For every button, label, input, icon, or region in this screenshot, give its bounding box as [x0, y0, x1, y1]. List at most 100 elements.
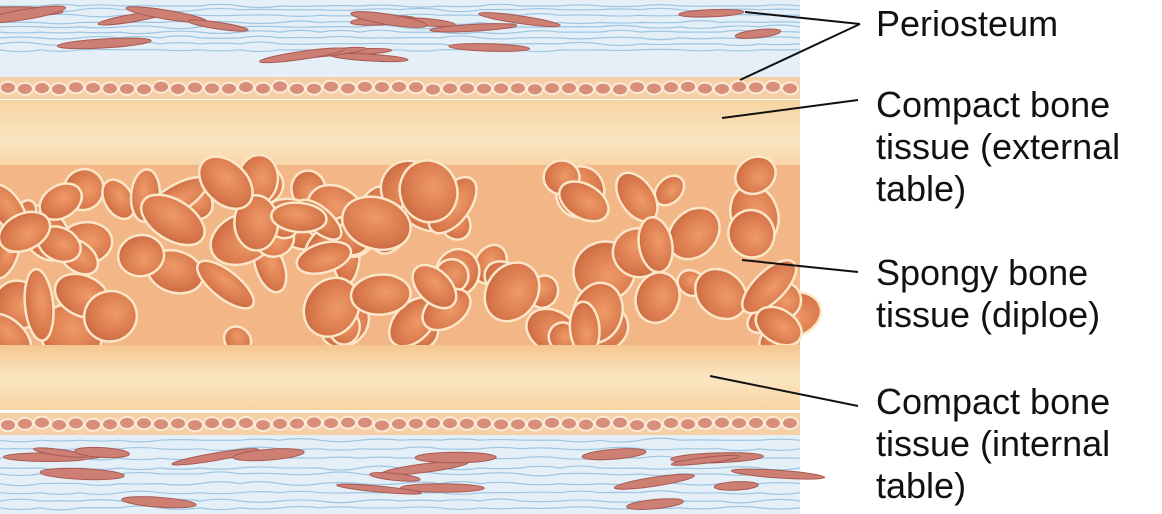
- osteoblast-cell: [527, 418, 543, 430]
- osteoblast-cell: [391, 418, 407, 430]
- label-compact-internal-line1: Compact bone: [876, 381, 1110, 423]
- osteoblast-cell: [765, 417, 781, 429]
- osteoblast-cell: [578, 83, 594, 95]
- osteoblast-cell: [612, 83, 628, 95]
- label-compact-bone-external: Compact bone tissue (external table): [876, 84, 1120, 210]
- osteoblast-cell: [323, 417, 339, 429]
- osteoblast-cell: [595, 417, 611, 429]
- label-compact-bone-internal: Compact bone tissue (internal table): [876, 381, 1110, 507]
- osteoblast-cell: [408, 81, 424, 93]
- osteoblast-cell: [510, 82, 526, 94]
- osteoblast-cell: [357, 417, 373, 429]
- osteoblast-cell: [629, 419, 645, 431]
- osteoblast-cell: [238, 81, 254, 93]
- osteoblast-cell: [51, 419, 67, 431]
- osteoblast-cell: [0, 419, 16, 431]
- osteoblast-cell: [272, 81, 288, 93]
- compact-bone-internal: [0, 345, 800, 410]
- osteoblast-cell: [68, 417, 84, 429]
- osteoblast-cell: [0, 82, 16, 94]
- osteoblast-cell: [187, 419, 203, 431]
- osteoblast-cell: [731, 81, 747, 93]
- label-spongy-line1: Spongy bone: [876, 252, 1100, 294]
- osteoblast-cell: [306, 417, 322, 429]
- osteoblast-cell: [323, 81, 339, 93]
- osteoblast-cell: [374, 419, 390, 431]
- osteoblast-cell: [748, 81, 764, 93]
- osteoblast-cell: [714, 417, 730, 429]
- osteoblast-cell: [476, 83, 492, 95]
- osteoblast-cell: [459, 418, 475, 430]
- label-periosteum-text: Periosteum: [876, 3, 1058, 45]
- osteoblast-cell: [357, 81, 373, 93]
- label-periosteum: Periosteum: [876, 3, 1058, 45]
- osteoblast-cell: [748, 417, 764, 429]
- osteoblast-cell: [731, 417, 747, 429]
- osteoblast-cell: [680, 81, 696, 93]
- osteoblast-cell: [221, 83, 237, 95]
- osteoblast-cell: [476, 417, 492, 429]
- osteoblast-cell: [85, 419, 101, 431]
- osteoblast-cell: [34, 82, 50, 94]
- osteoblast-cell: [136, 417, 152, 429]
- osteoblast-cell: [544, 82, 560, 94]
- osteoblast-cell: [272, 418, 288, 430]
- osteoblast-cell: [85, 82, 101, 94]
- osteoblast-cell: [68, 81, 84, 93]
- osteoblast-cell: [17, 83, 33, 95]
- osteoblast-cell: [425, 83, 441, 95]
- label-spongy-line2: tissue (diploe): [876, 294, 1100, 336]
- label-compact-external-line1: Compact bone: [876, 84, 1120, 126]
- osteoblast-cell: [527, 83, 543, 95]
- label-compact-external-line2: tissue (external: [876, 126, 1120, 168]
- osteoblast-cell: [153, 81, 169, 93]
- osteoblast-cell: [255, 83, 271, 95]
- osteoblast-cell: [170, 83, 186, 95]
- osteoblast-cell: [187, 82, 203, 94]
- osteoblast-cell: [595, 83, 611, 95]
- osteoblast-cell: [119, 417, 135, 429]
- osteoblast-cell: [646, 82, 662, 94]
- osteoblast-cell: [34, 417, 50, 429]
- osteoblast-cell: [663, 417, 679, 429]
- osteoblast-cell: [663, 81, 679, 93]
- label-compact-external-line3: table): [876, 168, 1120, 210]
- osteoblast-cell: [697, 417, 713, 429]
- label-compact-internal-line2: tissue (internal: [876, 423, 1110, 465]
- osteoblast-cell: [493, 82, 509, 94]
- osteoblast-cell: [374, 81, 390, 93]
- osteoblast-cell: [578, 419, 594, 431]
- osteoblast-cell: [136, 83, 152, 95]
- osteoblast-cell: [561, 82, 577, 94]
- osteoblast-cell: [340, 82, 356, 94]
- osteoblast-cell: [765, 81, 781, 93]
- osteoblast-cell: [204, 82, 220, 94]
- osteoblast-cell: [646, 419, 662, 431]
- osteoblast-cell: [459, 82, 475, 94]
- osteoblast-cell: [306, 83, 322, 95]
- osteoblast-cell: [442, 417, 458, 429]
- bead-row-bottom: [0, 413, 800, 435]
- osteoblast-cell: [697, 83, 713, 95]
- osteoblast-cell: [153, 418, 169, 430]
- osteoblast-cell: [493, 418, 509, 430]
- osteoblast-cell: [629, 81, 645, 93]
- osteoblast-cell: [170, 417, 186, 429]
- osteoblast-cell: [782, 417, 798, 429]
- osteoblast-cell: [289, 83, 305, 95]
- osteoblast-cell: [238, 417, 254, 429]
- osteoblast-cell: [51, 83, 67, 95]
- osteoblast-cell: [17, 418, 33, 430]
- osteoblast-cell: [442, 82, 458, 94]
- label-compact-internal-line3: table): [876, 465, 1110, 507]
- osteoblast-cell: [340, 417, 356, 429]
- osteoblast-cell: [289, 418, 305, 430]
- bead-row-top: [0, 77, 800, 99]
- osteoblast-cell: [510, 418, 526, 430]
- osteoblast-cell: [425, 417, 441, 429]
- osteoblast-cell: [408, 418, 424, 430]
- osteoblast-cell: [119, 83, 135, 95]
- osteoblast-cell: [782, 82, 798, 94]
- osteoblast-cell: [204, 417, 220, 429]
- label-spongy-bone: Spongy bone tissue (diploe): [876, 252, 1100, 336]
